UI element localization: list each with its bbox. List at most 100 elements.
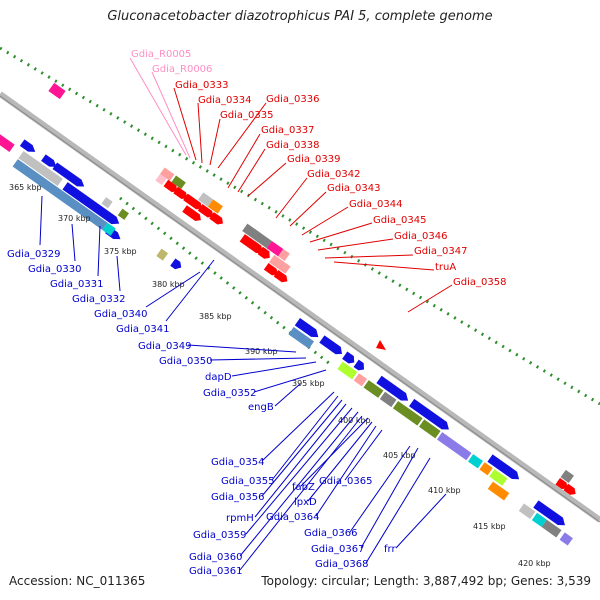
leader-line <box>324 254 414 259</box>
gene-label: Gdia_0347 <box>414 246 467 257</box>
feature-arrow <box>41 154 57 167</box>
feature-block <box>198 192 214 207</box>
feature-arrow <box>239 234 264 254</box>
gene-label: Gdia_0330 <box>28 264 81 275</box>
leader-line <box>360 447 419 549</box>
gene-label: engB <box>248 402 274 413</box>
feature-arrow <box>294 318 319 338</box>
map-title: Gluconacetobacter diazotrophicus PAI 5, … <box>107 9 493 24</box>
feature-block <box>278 249 290 262</box>
feature-block <box>559 532 573 546</box>
feature-block <box>12 159 108 231</box>
leader-line <box>344 429 383 481</box>
leader-line <box>349 445 411 533</box>
feature-block <box>392 400 423 426</box>
leader-line <box>165 259 215 322</box>
gene-label: Gdia_0338 <box>266 140 319 151</box>
gene-label: Gdia_0331 <box>50 279 103 290</box>
feature-block <box>155 174 167 186</box>
gene-label: Gdia_0346 <box>394 231 447 242</box>
scale-label: 410 kbp <box>428 486 461 495</box>
feature-block <box>487 481 510 501</box>
scale-label: 375 kbp <box>104 247 137 256</box>
feature-block <box>160 167 175 181</box>
feature-arrow <box>183 193 202 210</box>
feature-arrow <box>182 205 201 222</box>
feature-block <box>419 419 441 439</box>
leader-line <box>407 284 453 313</box>
leader-line <box>300 417 369 487</box>
feature-arrow <box>173 186 188 200</box>
gene-label: Gdia_0332 <box>72 294 125 305</box>
feature-arrow <box>555 478 568 490</box>
gene-label: Gdia_R0006 <box>152 64 212 75</box>
feature-block <box>0 127 15 152</box>
scale-label: 385 kbp <box>199 312 232 321</box>
gene-label: Gdia_0368 <box>315 559 368 570</box>
feature-arrow <box>273 269 288 283</box>
forward-strand-features <box>48 82 576 495</box>
feature-block <box>518 503 536 519</box>
feature-arrow <box>533 500 565 526</box>
gene-label: Gdia_0358 <box>453 277 506 288</box>
leader-line <box>307 421 373 502</box>
feature-arrow <box>409 398 449 430</box>
gene-label: Gdia_0366 <box>304 528 357 539</box>
gene-label: Gdia_0361 <box>189 566 242 577</box>
reverse-strand-features <box>0 127 573 546</box>
feature-arrow <box>319 335 342 355</box>
gene-label: Gdia_0367 <box>311 544 364 555</box>
feature-block <box>479 462 493 476</box>
feature-arrow <box>163 179 178 193</box>
feature-arrow <box>197 204 214 218</box>
gene-label: Gdia_0359 <box>193 530 246 541</box>
leader-line <box>289 191 327 227</box>
feature-block <box>560 469 574 483</box>
gene-label: Gdia_0364 <box>266 512 319 523</box>
gene-label: Gdia_0335 <box>220 110 273 121</box>
scale-label: 390 kbp <box>245 347 278 356</box>
gene-label: Gdia_0349 <box>138 341 191 352</box>
genome-backbone-edge <box>0 95 600 523</box>
scale-label: 380 kbp <box>152 280 185 289</box>
gene-label: Gdia_0342 <box>307 169 360 180</box>
leader-line <box>227 133 261 189</box>
leader-line <box>301 206 349 236</box>
gene-label: Gdia_0341 <box>116 324 169 335</box>
leader-line <box>197 102 203 164</box>
leader-line <box>97 225 101 277</box>
gene-label: Gdia_0343 <box>327 183 380 194</box>
feature-block <box>363 380 384 398</box>
leader-line <box>116 255 121 292</box>
feature-arrow <box>170 258 182 270</box>
accession-text: Accession: NC_011365 <box>9 574 146 588</box>
feature-arrow <box>52 162 85 187</box>
leader-line <box>145 271 201 308</box>
leader-line <box>237 148 266 193</box>
feature-block <box>18 150 63 187</box>
gene-label: Gdia_0340 <box>94 309 147 320</box>
feature-arrow <box>563 483 576 495</box>
gene-label: Gdia_0337 <box>261 125 314 136</box>
feature-block <box>207 199 223 214</box>
feature-block <box>353 373 368 387</box>
leader-line <box>261 391 335 462</box>
leader-line <box>239 411 359 557</box>
feature-arrow <box>19 139 36 152</box>
gene-label: fabZ <box>292 482 315 493</box>
gene-label: Gdia_0336 <box>266 94 319 105</box>
feature-block <box>48 82 66 100</box>
feature-block <box>379 391 397 408</box>
feature-block <box>269 254 291 274</box>
leader-line <box>231 361 317 377</box>
leader-line <box>271 395 339 481</box>
leader-line <box>217 102 267 169</box>
forward-labels: Gdia_R0005 Gdia_R0006 Gdia_0333 Gdia_033… <box>129 49 506 313</box>
gene-label: Gdia_0333 <box>175 80 228 91</box>
gene-label: rpmH <box>226 513 254 524</box>
leader-line <box>245 407 353 535</box>
feature-arrow <box>209 212 223 225</box>
scale-label: 420 kbp <box>518 559 551 568</box>
feature-block <box>467 454 483 469</box>
